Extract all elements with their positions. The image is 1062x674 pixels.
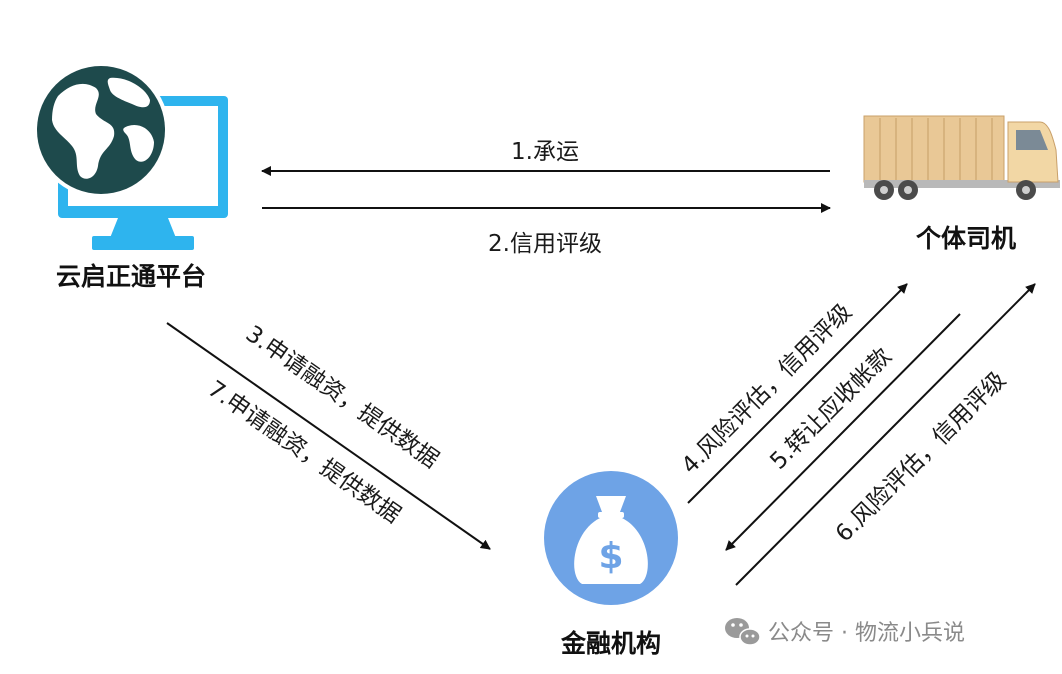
edge-4: 4.风险评估，信用评级 [677, 283, 908, 504]
wechat-icon [725, 618, 761, 646]
edge-2: 2.信用评级 [262, 203, 831, 257]
edge-3-arrow [166, 322, 491, 550]
dollar-icon: $ [598, 536, 623, 577]
edge-4-arrow [687, 283, 908, 504]
edge-3: 3.申请融资，提供数据 [166, 321, 491, 550]
driver-node: 个体司机 [863, 115, 1060, 253]
edge-5-arrow [725, 313, 961, 551]
globe-icon [33, 62, 169, 198]
finance-node: $ 金融机构 [544, 471, 678, 658]
edge-6-arrow [735, 283, 1036, 586]
watermark-text: 公众号 · 物流小兵说 [768, 621, 965, 646]
edge-2-label: 2.信用评级 [488, 231, 602, 257]
edge-1-label: 1.承运 [511, 139, 579, 165]
edge-3-label: 3.申请融资，提供数据 [241, 321, 443, 474]
watermark: 公众号 · 物流小兵说 [725, 618, 965, 646]
edge-1: 1.承运 [261, 139, 830, 176]
platform-node: 云启正通平台 [33, 62, 228, 291]
finance-label: 金融机构 [560, 629, 661, 658]
edge-4-label: 4.风险评估，信用评级 [677, 299, 857, 479]
edge-7-label: 7.申请融资，提供数据 [203, 376, 405, 529]
edge-6: 6.风险评估，信用评级 [735, 283, 1036, 586]
driver-label: 个体司机 [916, 224, 1016, 253]
truck-icon [863, 115, 1060, 200]
edge-7: 7.申请融资，提供数据 [203, 376, 405, 529]
money-bag-icon: $ [544, 471, 678, 605]
platform-label: 云启正通平台 [56, 262, 206, 291]
